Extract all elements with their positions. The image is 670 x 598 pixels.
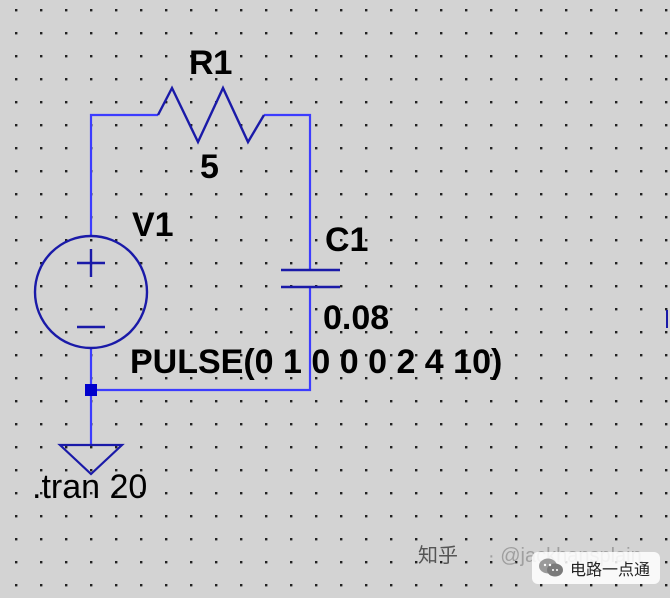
resistor-name-label[interactable]: R1 xyxy=(189,44,233,82)
source-name-label[interactable]: V1 xyxy=(132,206,174,244)
badge-name: 电路一点通 xyxy=(570,562,651,579)
resistor-icon[interactable] xyxy=(156,85,266,145)
resistor-value-label[interactable]: 5 xyxy=(200,148,219,186)
node-junction[interactable] xyxy=(85,384,97,396)
wire-right-top xyxy=(264,113,312,270)
voltage-source-icon[interactable] xyxy=(33,234,149,350)
ground-icon[interactable] xyxy=(57,443,125,476)
capacitor-value-label[interactable]: 0.08 xyxy=(323,299,390,337)
wire-left-top xyxy=(89,113,158,235)
wire-bottom xyxy=(91,287,312,392)
source-value-label[interactable]: PULSE(0 1 0 0 0 2 4 10) xyxy=(130,343,503,381)
spice-directive[interactable]: .tran 20 xyxy=(32,468,148,506)
watermark-site: 知乎 xyxy=(418,545,458,567)
capacitor-icon[interactable] xyxy=(281,268,340,289)
wechat-badge: 电路一点通 xyxy=(532,552,660,584)
capacitor-name-label[interactable]: C1 xyxy=(325,221,369,259)
wechat-icon xyxy=(539,558,563,577)
